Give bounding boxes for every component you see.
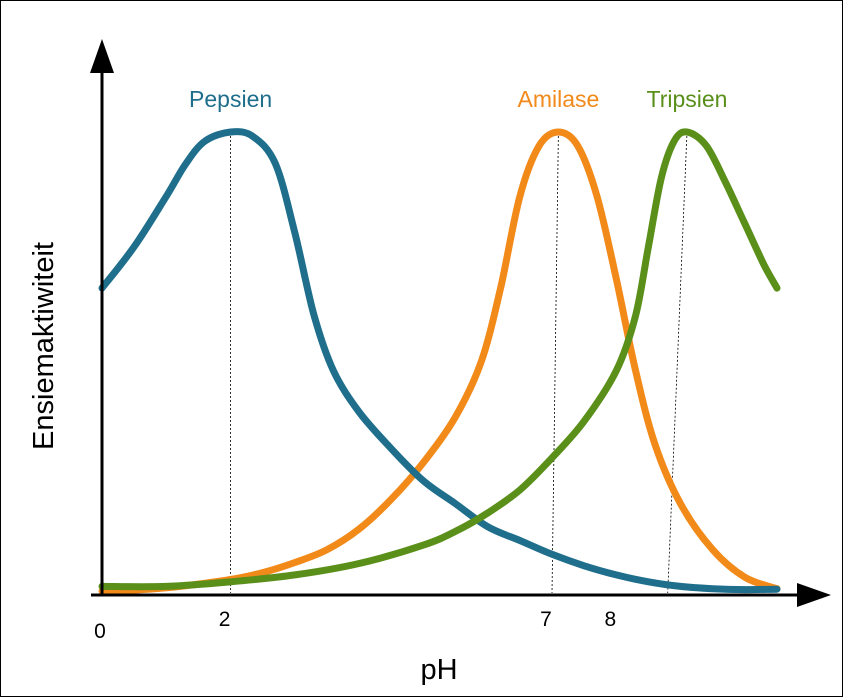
y-axis-arrow-icon bbox=[90, 39, 114, 73]
series-label-tripsien: Tripsien bbox=[647, 86, 728, 112]
peak-guide-tripsien bbox=[667, 131, 688, 594]
series-label-pepsien: Pepsien bbox=[189, 86, 272, 112]
series-line-tripsien bbox=[98, 128, 781, 591]
x-axis-arrow-icon bbox=[797, 583, 831, 607]
x-tick-label-8: 8 bbox=[604, 608, 616, 631]
series-label-amilase: Amilase bbox=[517, 86, 599, 112]
x-tick-label-2: 2 bbox=[219, 608, 231, 631]
series-curves bbox=[98, 128, 781, 595]
peak-guide-amilase bbox=[551, 131, 559, 594]
series-line-pepsien bbox=[98, 128, 781, 594]
series-line-amilase bbox=[98, 128, 781, 595]
peak-guides bbox=[230, 131, 688, 594]
x-tick-labels: 0 2 7 8 bbox=[94, 608, 616, 643]
series-labels: Pepsien Amilase Tripsien bbox=[189, 86, 727, 112]
x-tick-label-7: 7 bbox=[540, 608, 552, 631]
x-tick-label-0: 0 bbox=[94, 620, 106, 643]
y-axis-title: Ensiemaktiwiteit bbox=[28, 242, 60, 450]
x-axis-title: pH bbox=[420, 654, 457, 686]
